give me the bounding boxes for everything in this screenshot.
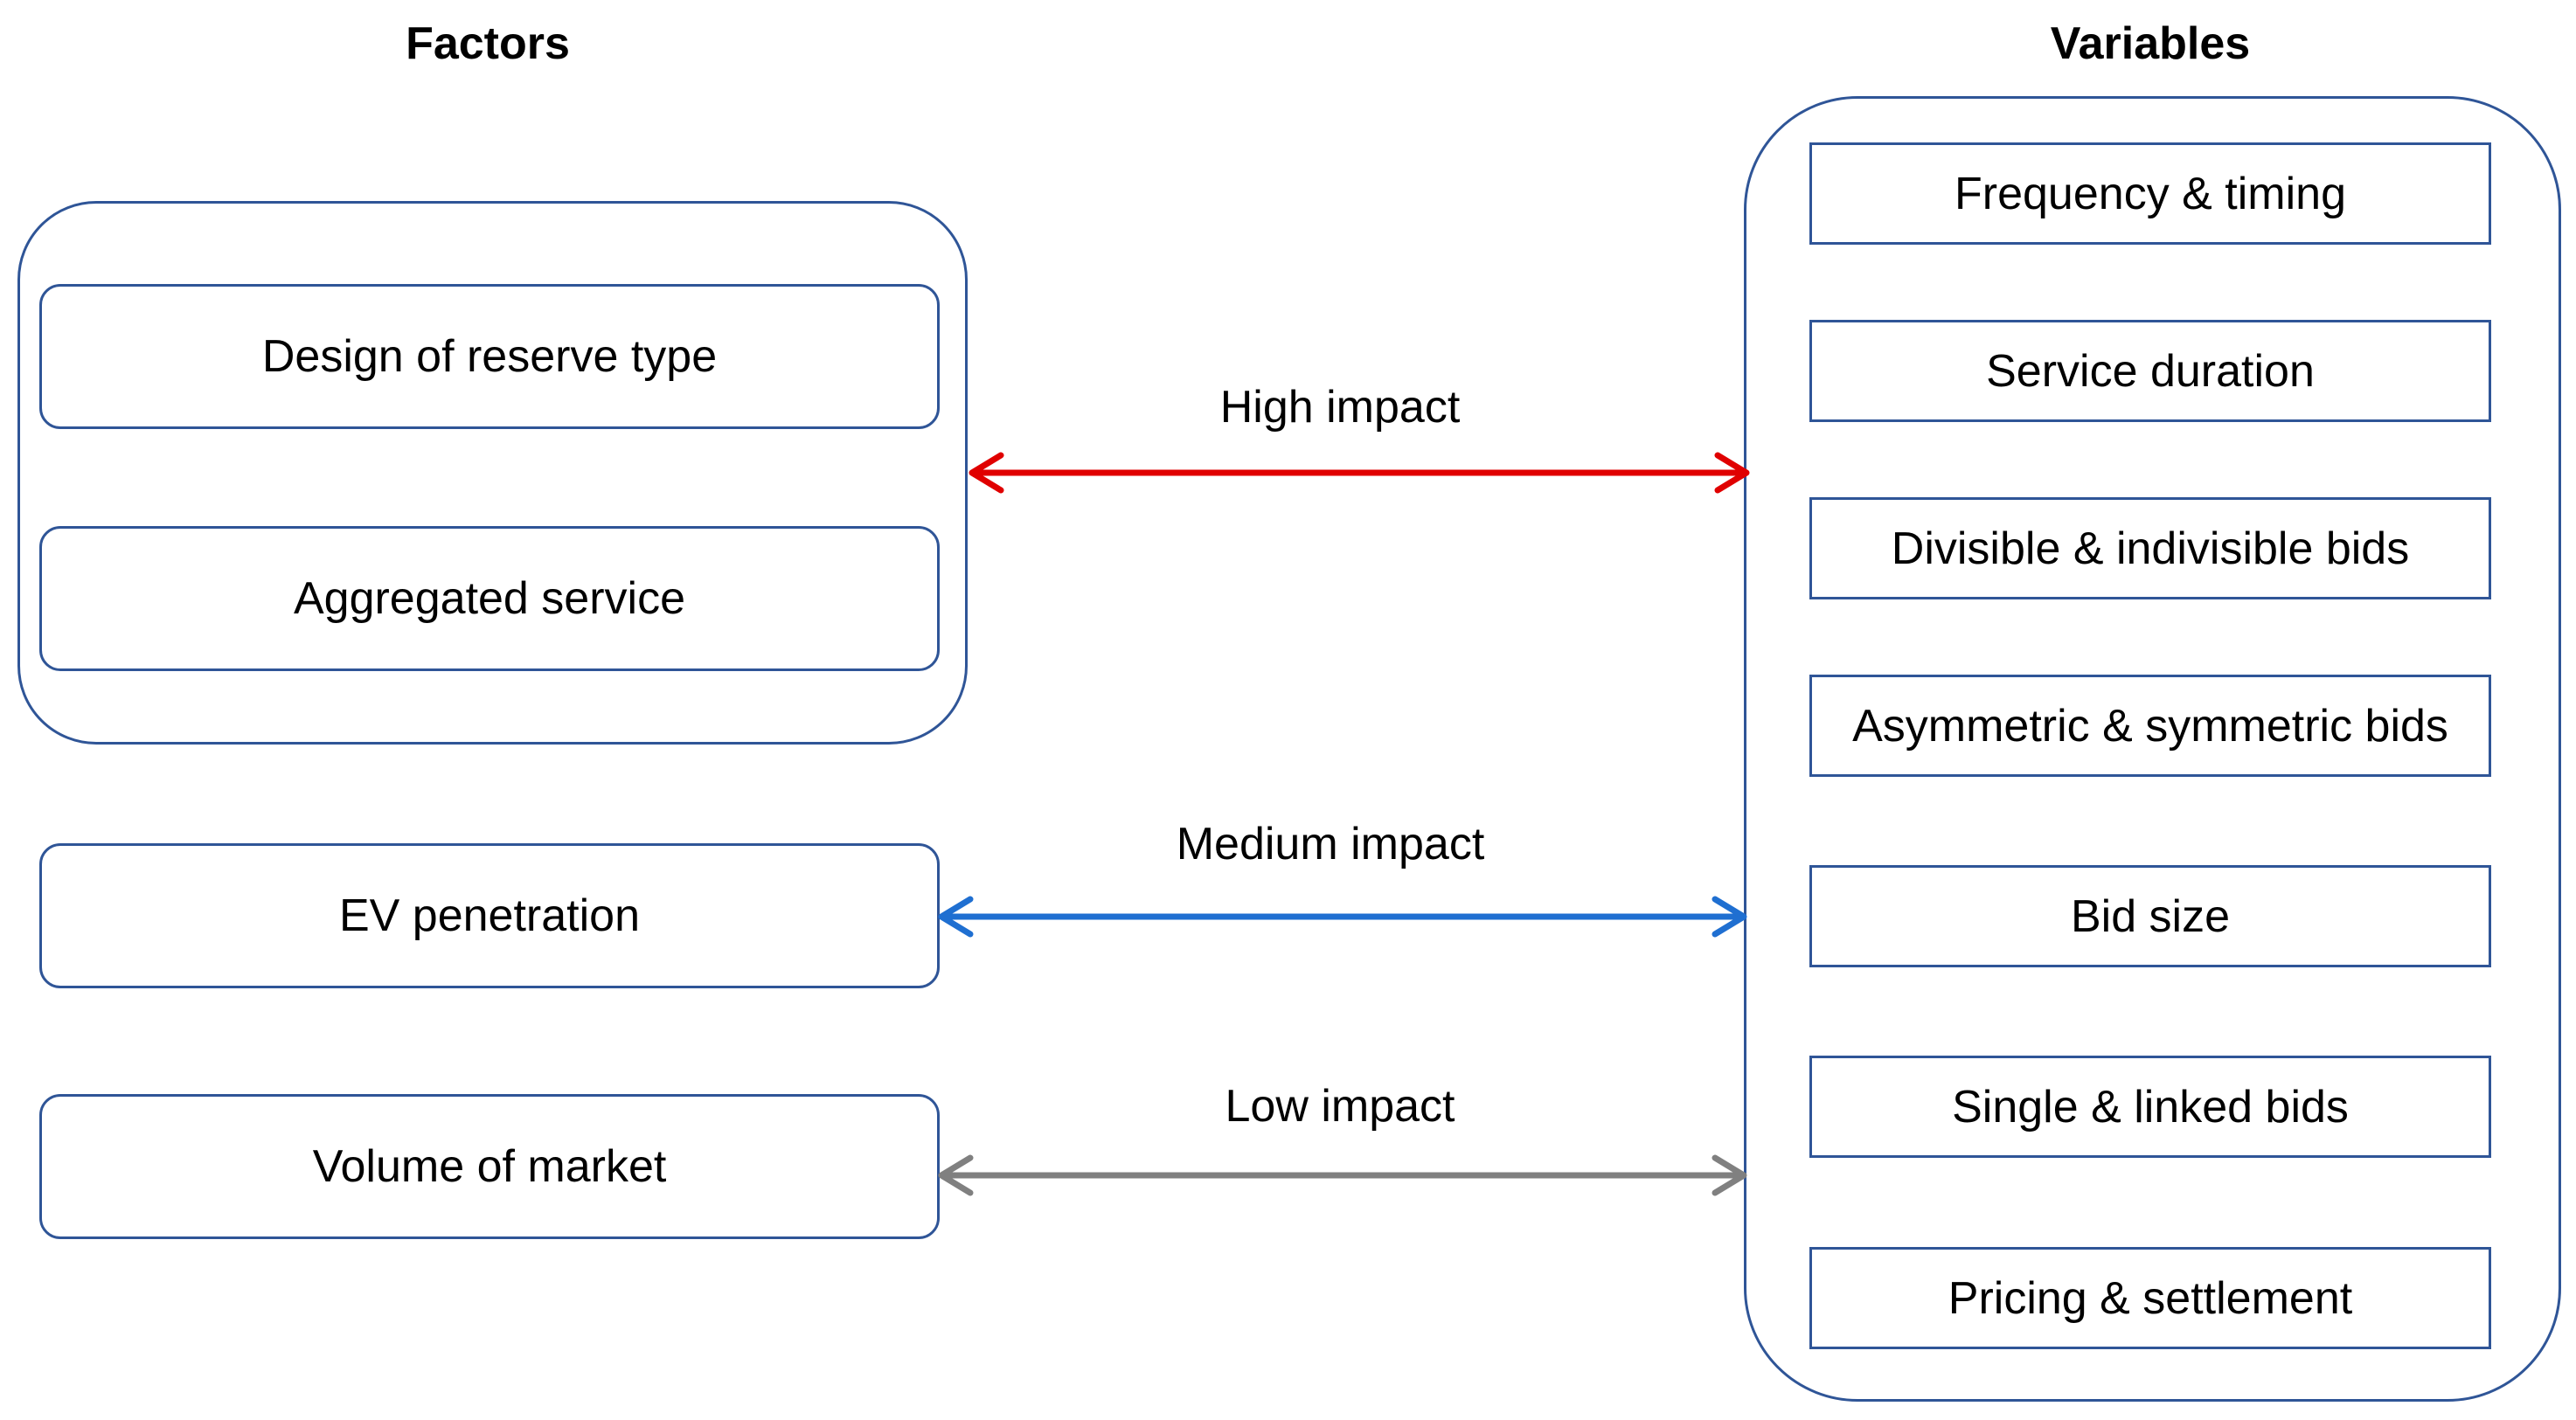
- medium-impact-arrow: [938, 896, 1747, 938]
- medium-impact-label: Medium impact: [1176, 819, 1485, 869]
- variable-bid-size: Bid size: [1809, 865, 2491, 967]
- variable-divisible-indivisible-bids: Divisible & indivisible bids: [1809, 497, 2491, 599]
- variable-single-linked-bids: Single & linked bids: [1809, 1056, 2491, 1158]
- variables-group-frame: [1744, 96, 2561, 1402]
- low-impact-arrow: [938, 1154, 1747, 1196]
- factor-design-of-reserve-type: Design of reserve type: [39, 284, 940, 429]
- variable-asymmetric-symmetric-bids: Asymmetric & symmetric bids: [1809, 675, 2491, 777]
- variable-pricing-settlement: Pricing & settlement: [1809, 1247, 2491, 1349]
- variables-heading: Variables: [2050, 18, 2251, 69]
- factor-aggregated-service: Aggregated service: [39, 526, 940, 671]
- factors-heading: Factors: [406, 18, 570, 69]
- high-impact-arrow: [969, 452, 1750, 494]
- factor-volume-of-market: Volume of market: [39, 1094, 940, 1239]
- high-impact-label: High impact: [1219, 382, 1461, 433]
- variable-service-duration: Service duration: [1809, 320, 2491, 422]
- factor-ev-penetration: EV penetration: [39, 843, 940, 988]
- factors-group-frame: [17, 201, 968, 745]
- variable-frequency-timing: Frequency & timing: [1809, 142, 2491, 245]
- low-impact-label: Low impact: [1225, 1081, 1455, 1132]
